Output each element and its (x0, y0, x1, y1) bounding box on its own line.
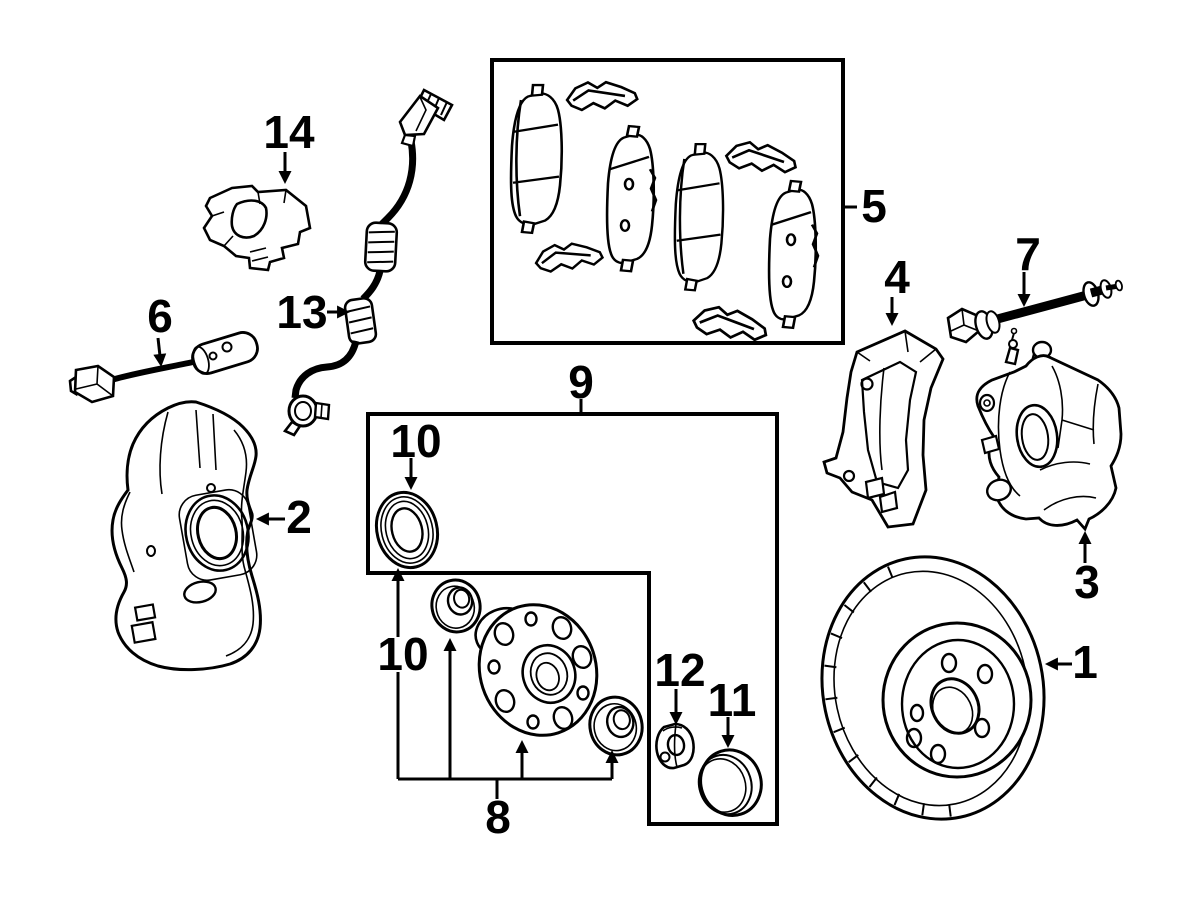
sensor-bracket-drawing (202, 184, 312, 272)
callout-10b-label: 10 (377, 628, 428, 680)
caliper-bracket-drawing (822, 329, 945, 529)
callout-4-label: 4 (884, 251, 910, 303)
grease-seal-drawing (374, 490, 440, 570)
callout-14-label: 14 (263, 106, 315, 158)
caliper-drawing (975, 327, 1123, 532)
callout-12-label: 12 (654, 644, 705, 696)
wheel-bearing-upper-drawing (430, 578, 482, 634)
callout-lines (153, 152, 1092, 799)
callout-13-label: 13 (276, 286, 327, 338)
splash-shield-drawing (110, 400, 262, 672)
callout-7-label: 7 (1015, 228, 1041, 280)
guide-bolt-drawing (946, 279, 1123, 344)
hub-drawing (474, 603, 599, 737)
rotor-drawing (820, 555, 1046, 821)
callout-9-label: 9 (568, 356, 594, 408)
retainer-clamp-drawing (655, 722, 695, 770)
callout-8-label: 8 (485, 791, 511, 843)
callout-5-label: 5 (861, 180, 887, 232)
callout-1-label: 1 (1072, 636, 1098, 688)
callout-2-label: 2 (286, 491, 312, 543)
callout-11-label: 11 (708, 674, 757, 726)
callout-6-label: 6 (147, 290, 173, 342)
dust-cap-drawing (697, 748, 763, 817)
callout-10a-label: 10 (390, 415, 441, 467)
callout-8-bracket (396, 672, 612, 799)
callout-3-label: 3 (1074, 556, 1100, 608)
abs-sensor-drawing (282, 88, 454, 437)
wheel-bearing-lower-drawing (588, 695, 644, 757)
wear-sensor-drawing (68, 331, 259, 404)
callout-6-arrow (153, 337, 167, 367)
